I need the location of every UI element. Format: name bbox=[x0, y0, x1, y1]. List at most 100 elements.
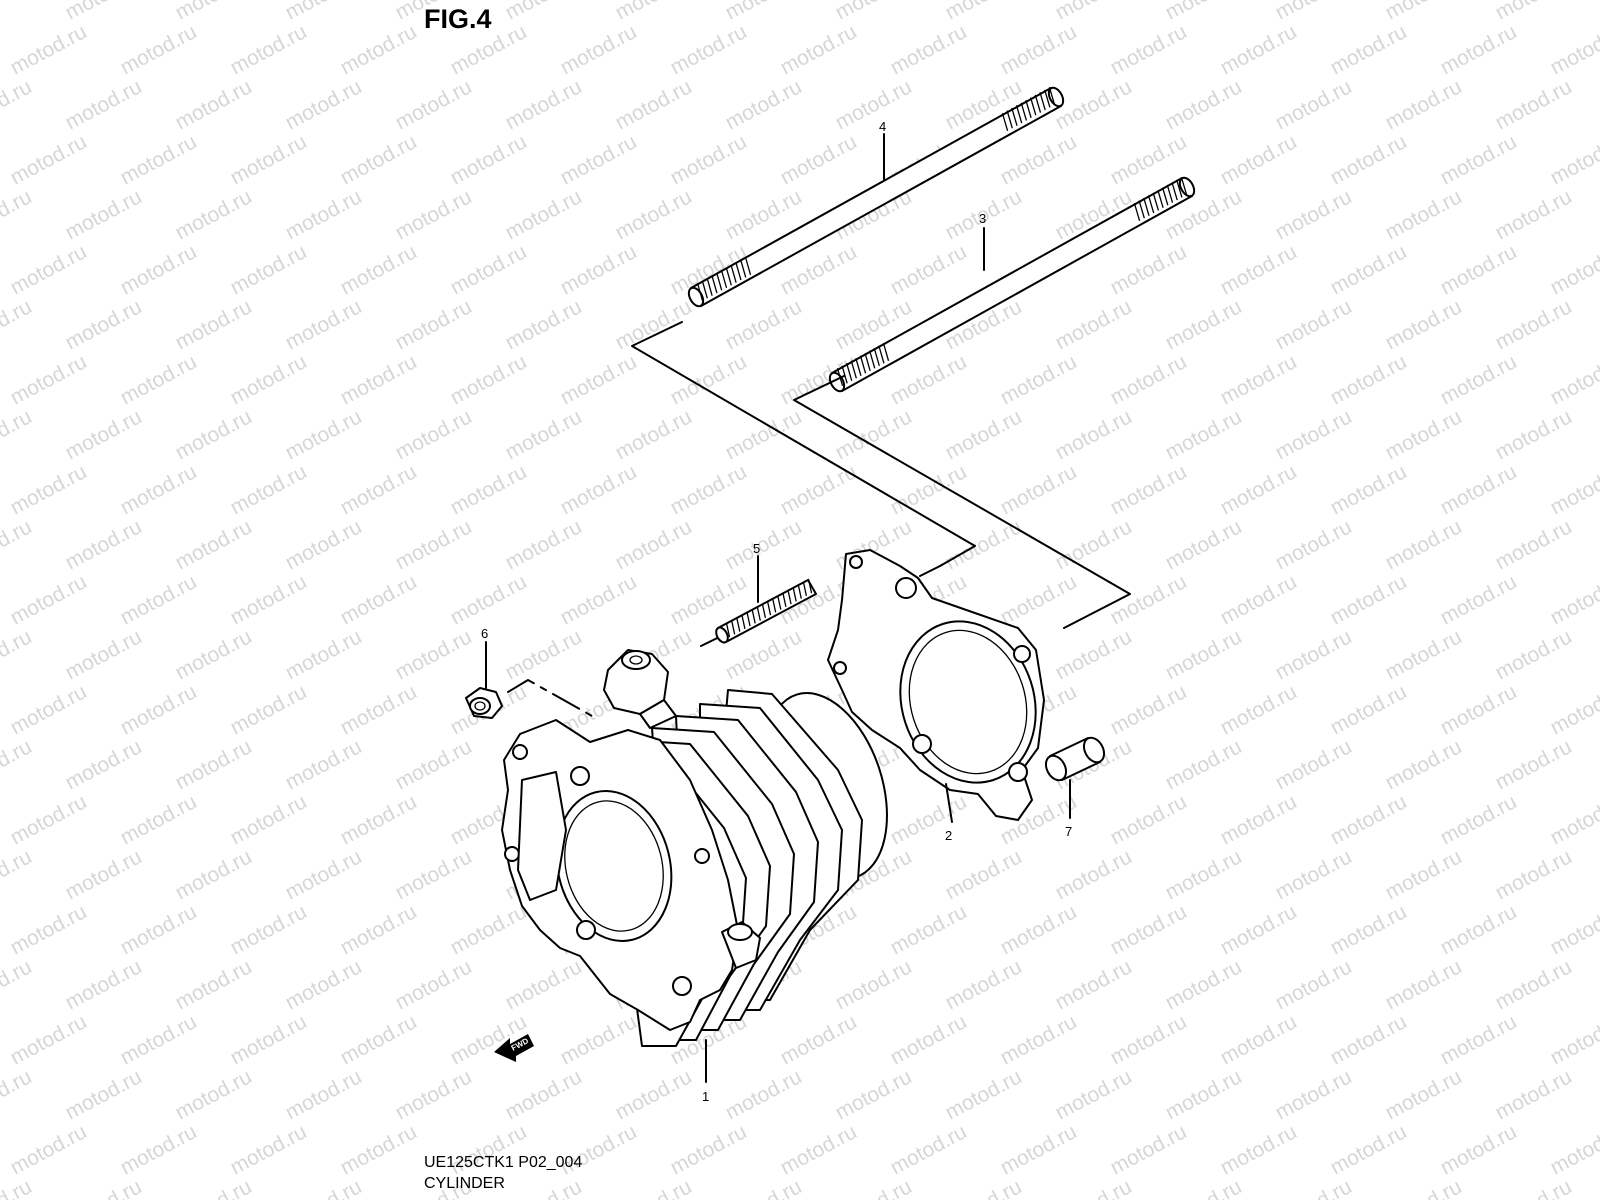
thread-line bbox=[1161, 187, 1169, 206]
thread-line bbox=[864, 352, 871, 372]
watermark-text: motod.ru bbox=[1272, 75, 1356, 134]
watermark-text: motod.ru bbox=[172, 735, 256, 794]
watermark-text: motod.ru bbox=[282, 405, 366, 464]
thread-line bbox=[1133, 202, 1141, 222]
watermark-text: motod.ru bbox=[1217, 460, 1301, 519]
watermark-text: motod.ru bbox=[62, 1175, 146, 1200]
watermark-text: motod.ru bbox=[832, 955, 916, 1014]
watermark-text: motod.ru bbox=[392, 845, 476, 904]
thread-line bbox=[1147, 195, 1155, 214]
thread-line bbox=[716, 272, 723, 291]
thread-line bbox=[706, 277, 713, 296]
watermark-text: motod.ru bbox=[1107, 790, 1191, 849]
watermark-text: motod.ru bbox=[337, 460, 421, 519]
watermark-text: motod.ru bbox=[1052, 625, 1136, 684]
watermark-text: motod.ru bbox=[1327, 680, 1411, 739]
watermark-text: motod.ru bbox=[1272, 405, 1356, 464]
watermark-text: motod.ru bbox=[392, 75, 476, 134]
watermark-text: motod.ru bbox=[337, 1120, 421, 1179]
watermark-text: motod.ru bbox=[1272, 515, 1356, 574]
thread-line bbox=[1001, 112, 1009, 132]
watermark-text: motod.ru bbox=[1382, 0, 1466, 24]
thread-line bbox=[751, 608, 756, 624]
thread-line bbox=[741, 614, 746, 630]
watermark-text: motod.ru bbox=[1327, 570, 1411, 629]
watermark-text: motod.ru bbox=[1272, 1065, 1356, 1124]
watermark-text: motod.ru bbox=[0, 955, 36, 1014]
watermark-text: motod.ru bbox=[997, 350, 1081, 409]
watermark-text: motod.ru bbox=[1382, 955, 1466, 1014]
watermark-text: motod.ru bbox=[722, 405, 806, 464]
watermark-text: motod.ru bbox=[1162, 1065, 1246, 1124]
thread-line bbox=[730, 619, 736, 635]
thread-line bbox=[1048, 86, 1056, 106]
watermark-text: motod.ru bbox=[0, 1175, 36, 1200]
thread-line bbox=[846, 362, 853, 382]
nut-6 bbox=[465, 687, 503, 719]
watermark-text: motod.ru bbox=[557, 350, 641, 409]
watermark-text: motod.ru bbox=[1272, 295, 1356, 354]
watermark-text: motod.ru bbox=[502, 625, 586, 684]
watermark-text: motod.ru bbox=[1327, 20, 1411, 79]
watermark-text: motod.ru bbox=[1437, 130, 1521, 189]
watermark-text: motod.ru bbox=[337, 20, 421, 79]
watermark-text: motod.ru bbox=[1382, 1175, 1466, 1200]
watermark-text: motod.ru bbox=[0, 75, 36, 134]
watermark-text: motod.ru bbox=[227, 20, 311, 79]
callout-1: 1 bbox=[702, 1089, 709, 1104]
watermark-text: motod.ru bbox=[557, 1010, 641, 1069]
watermark-text: motod.ru bbox=[7, 570, 91, 629]
watermark-text: motod.ru bbox=[282, 735, 366, 794]
watermark-text: motod.ru bbox=[1382, 845, 1466, 904]
watermark-text: motod.ru bbox=[447, 240, 531, 299]
watermark-text: motod.ru bbox=[62, 185, 146, 244]
watermark-text: motod.ru bbox=[1162, 845, 1246, 904]
watermark-text: motod.ru bbox=[1052, 0, 1136, 24]
watermark-text: motod.ru bbox=[1052, 1065, 1136, 1124]
watermark-text: motod.ru bbox=[117, 570, 201, 629]
watermark-text: motod.ru bbox=[227, 790, 311, 849]
stud-bolt-4 bbox=[687, 86, 1065, 308]
thread-line bbox=[855, 357, 862, 377]
watermark-text: motod.ru bbox=[1437, 1120, 1521, 1179]
watermark-text: motod.ru bbox=[1327, 1010, 1411, 1069]
thread-line bbox=[859, 355, 867, 374]
watermark-text: motod.ru bbox=[612, 515, 696, 574]
thread-line bbox=[807, 578, 813, 594]
watermark-text: motod.ru bbox=[1437, 680, 1521, 739]
watermark-text: motod.ru bbox=[942, 1175, 1026, 1200]
dowel-pin-7 bbox=[1044, 736, 1106, 782]
watermark-text: motod.ru bbox=[7, 350, 91, 409]
watermark-text: motod.ru bbox=[227, 900, 311, 959]
watermark-text: motod.ru bbox=[887, 900, 971, 959]
watermark-text: motod.ru bbox=[0, 515, 36, 574]
watermark-text: motod.ru bbox=[777, 1010, 861, 1069]
watermark-text: motod.ru bbox=[0, 1065, 36, 1124]
thread-line bbox=[787, 589, 792, 605]
watermark-text: motod.ru bbox=[1272, 845, 1356, 904]
watermark-text: motod.ru bbox=[1327, 130, 1411, 189]
watermark-text: motod.ru bbox=[7, 20, 91, 79]
watermark-text: motod.ru bbox=[1437, 460, 1521, 519]
watermark-text: motod.ru bbox=[1217, 240, 1301, 299]
watermark-text: motod.ru bbox=[0, 845, 36, 904]
callout-7: 7 bbox=[1065, 824, 1072, 839]
watermark-text: motod.ru bbox=[1272, 1175, 1356, 1200]
watermark-text: motod.ru bbox=[1437, 570, 1521, 629]
watermark-text: motod.ru bbox=[337, 790, 421, 849]
thread-line bbox=[740, 259, 747, 278]
watermark-text: motod.ru bbox=[1547, 130, 1600, 189]
watermark-text: motod.ru bbox=[1052, 405, 1136, 464]
watermark-text: motod.ru bbox=[282, 1065, 366, 1124]
watermark-text: motod.ru bbox=[942, 405, 1026, 464]
watermark-text: motod.ru bbox=[1547, 460, 1600, 519]
watermark-text: motod.ru bbox=[62, 75, 146, 134]
watermark-text: motod.ru bbox=[1492, 955, 1576, 1014]
watermark-text: motod.ru bbox=[502, 295, 586, 354]
watermark-text: motod.ru bbox=[1327, 240, 1411, 299]
figure-code: UE125CTK1 P02_004 bbox=[424, 1154, 583, 1171]
watermark-text: motod.ru bbox=[1217, 20, 1301, 79]
watermark-text: motod.ru bbox=[447, 460, 531, 519]
thread-line bbox=[797, 584, 802, 599]
thread-line bbox=[1180, 176, 1188, 196]
